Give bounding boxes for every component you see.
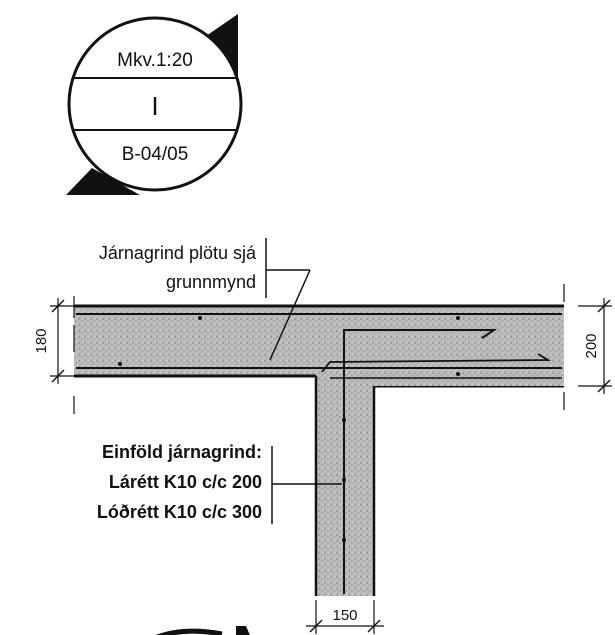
slab-note-line1: Járnagrind plötu sjá [99,243,257,263]
slab-thickening-right [374,376,564,386]
dim-label-slab-right: 200 [583,333,600,358]
partial-marker-corner [236,626,250,635]
dim-label-slab-left: 180 [33,328,50,353]
marker-scale: Mkv.1:20 [117,50,193,71]
detail-marker: Mkv.1:20 I B-04/05 [66,14,243,195]
rebar-dot [198,316,202,320]
dim-tick [367,619,381,633]
wall-note-vertical: Lóðrétt K10 c/c 300 [97,502,262,522]
wall-note-title: Einföld járnagrind: [102,442,262,462]
slab-body [74,306,564,376]
dim-label-wall: 150 [332,607,357,624]
marker-corner-bottom [66,168,140,195]
wall-rebar-hook [343,329,498,594]
rebar-dot [342,478,346,482]
dimension-slab-left: 180 [33,296,80,414]
rebar-dot [342,418,346,422]
dim-tick [51,299,65,313]
marker-detail-id: I [151,91,158,121]
partial-marker-arc [155,628,223,635]
reinforcement [76,313,562,594]
partial-detail-marker [155,626,250,635]
dim-tick [309,619,323,633]
slab-note-line2: grunnmynd [166,272,256,292]
dim-tick [51,369,65,383]
wall-note-horizontal: Lárétt K10 c/c 200 [109,472,262,492]
concrete-slab [74,304,564,388]
rebar-dot [118,362,122,366]
rebar-dot [456,372,460,376]
rebar-dot [456,316,460,320]
dim-tick [597,379,611,393]
slab-note: Járnagrind plötu sjá grunnmynd [99,238,311,361]
marker-circle [67,16,243,192]
wall-note: Einföld járnagrind: Lárétt K10 c/c 200 L… [97,442,342,524]
rebar-dot [342,538,346,542]
marker-sheet-ref: B-04/05 [122,144,189,165]
dim-tick [597,299,611,313]
dimension-slab-right: 200 [563,284,612,410]
slab-note-leader-diag [269,269,311,361]
slab-rebar-hook [321,353,552,373]
dimension-wall: 150 [306,600,384,634]
